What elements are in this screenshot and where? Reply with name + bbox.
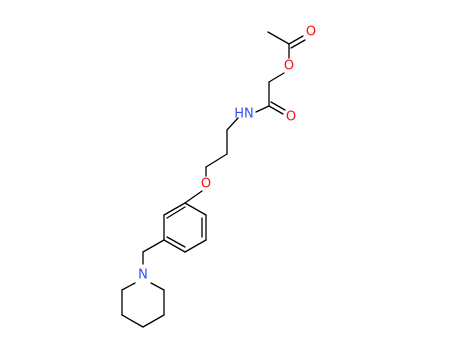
ring-bond-4-inner (166, 236, 186, 248)
ring-bond-3 (184, 239, 207, 253)
bond-ring-ch2 (142, 239, 165, 253)
bond-methyl-carbonyl (267, 31, 290, 45)
bond-ester-carbonyl-double-2 (290, 39, 306, 49)
ring-bond-6 (163, 202, 186, 216)
bond-amide-co-double-2 (270, 101, 286, 111)
bond-ester-o-ch2 (268, 72, 285, 83)
bond-ester-carbonyl-double (288, 35, 304, 45)
pip-bond-6 (121, 282, 136, 291)
ring-bond-6-inner (166, 206, 186, 219)
bond-c2-c3 (205, 153, 228, 168)
bond-o-ring (184, 190, 203, 204)
atom-n-amide: HN (234, 107, 254, 122)
bond-n-c1 (226, 117, 239, 131)
ring-bond-1 (184, 202, 207, 216)
pip-bond-3 (142, 314, 165, 328)
ring-bond-4 (163, 239, 186, 253)
bond-amide-c-n (255, 105, 270, 113)
atom-o-ester: O (284, 59, 294, 74)
pip-bond-1 (150, 282, 165, 291)
atom-n-piperidine: N (138, 268, 148, 283)
atom-o-carbonyl-ester: O (306, 25, 316, 40)
bond-amide-co-double (268, 105, 284, 115)
atom-o-ether: O (201, 177, 211, 192)
atom-o-amide: O (286, 110, 296, 125)
pip-bond-4 (121, 314, 144, 328)
